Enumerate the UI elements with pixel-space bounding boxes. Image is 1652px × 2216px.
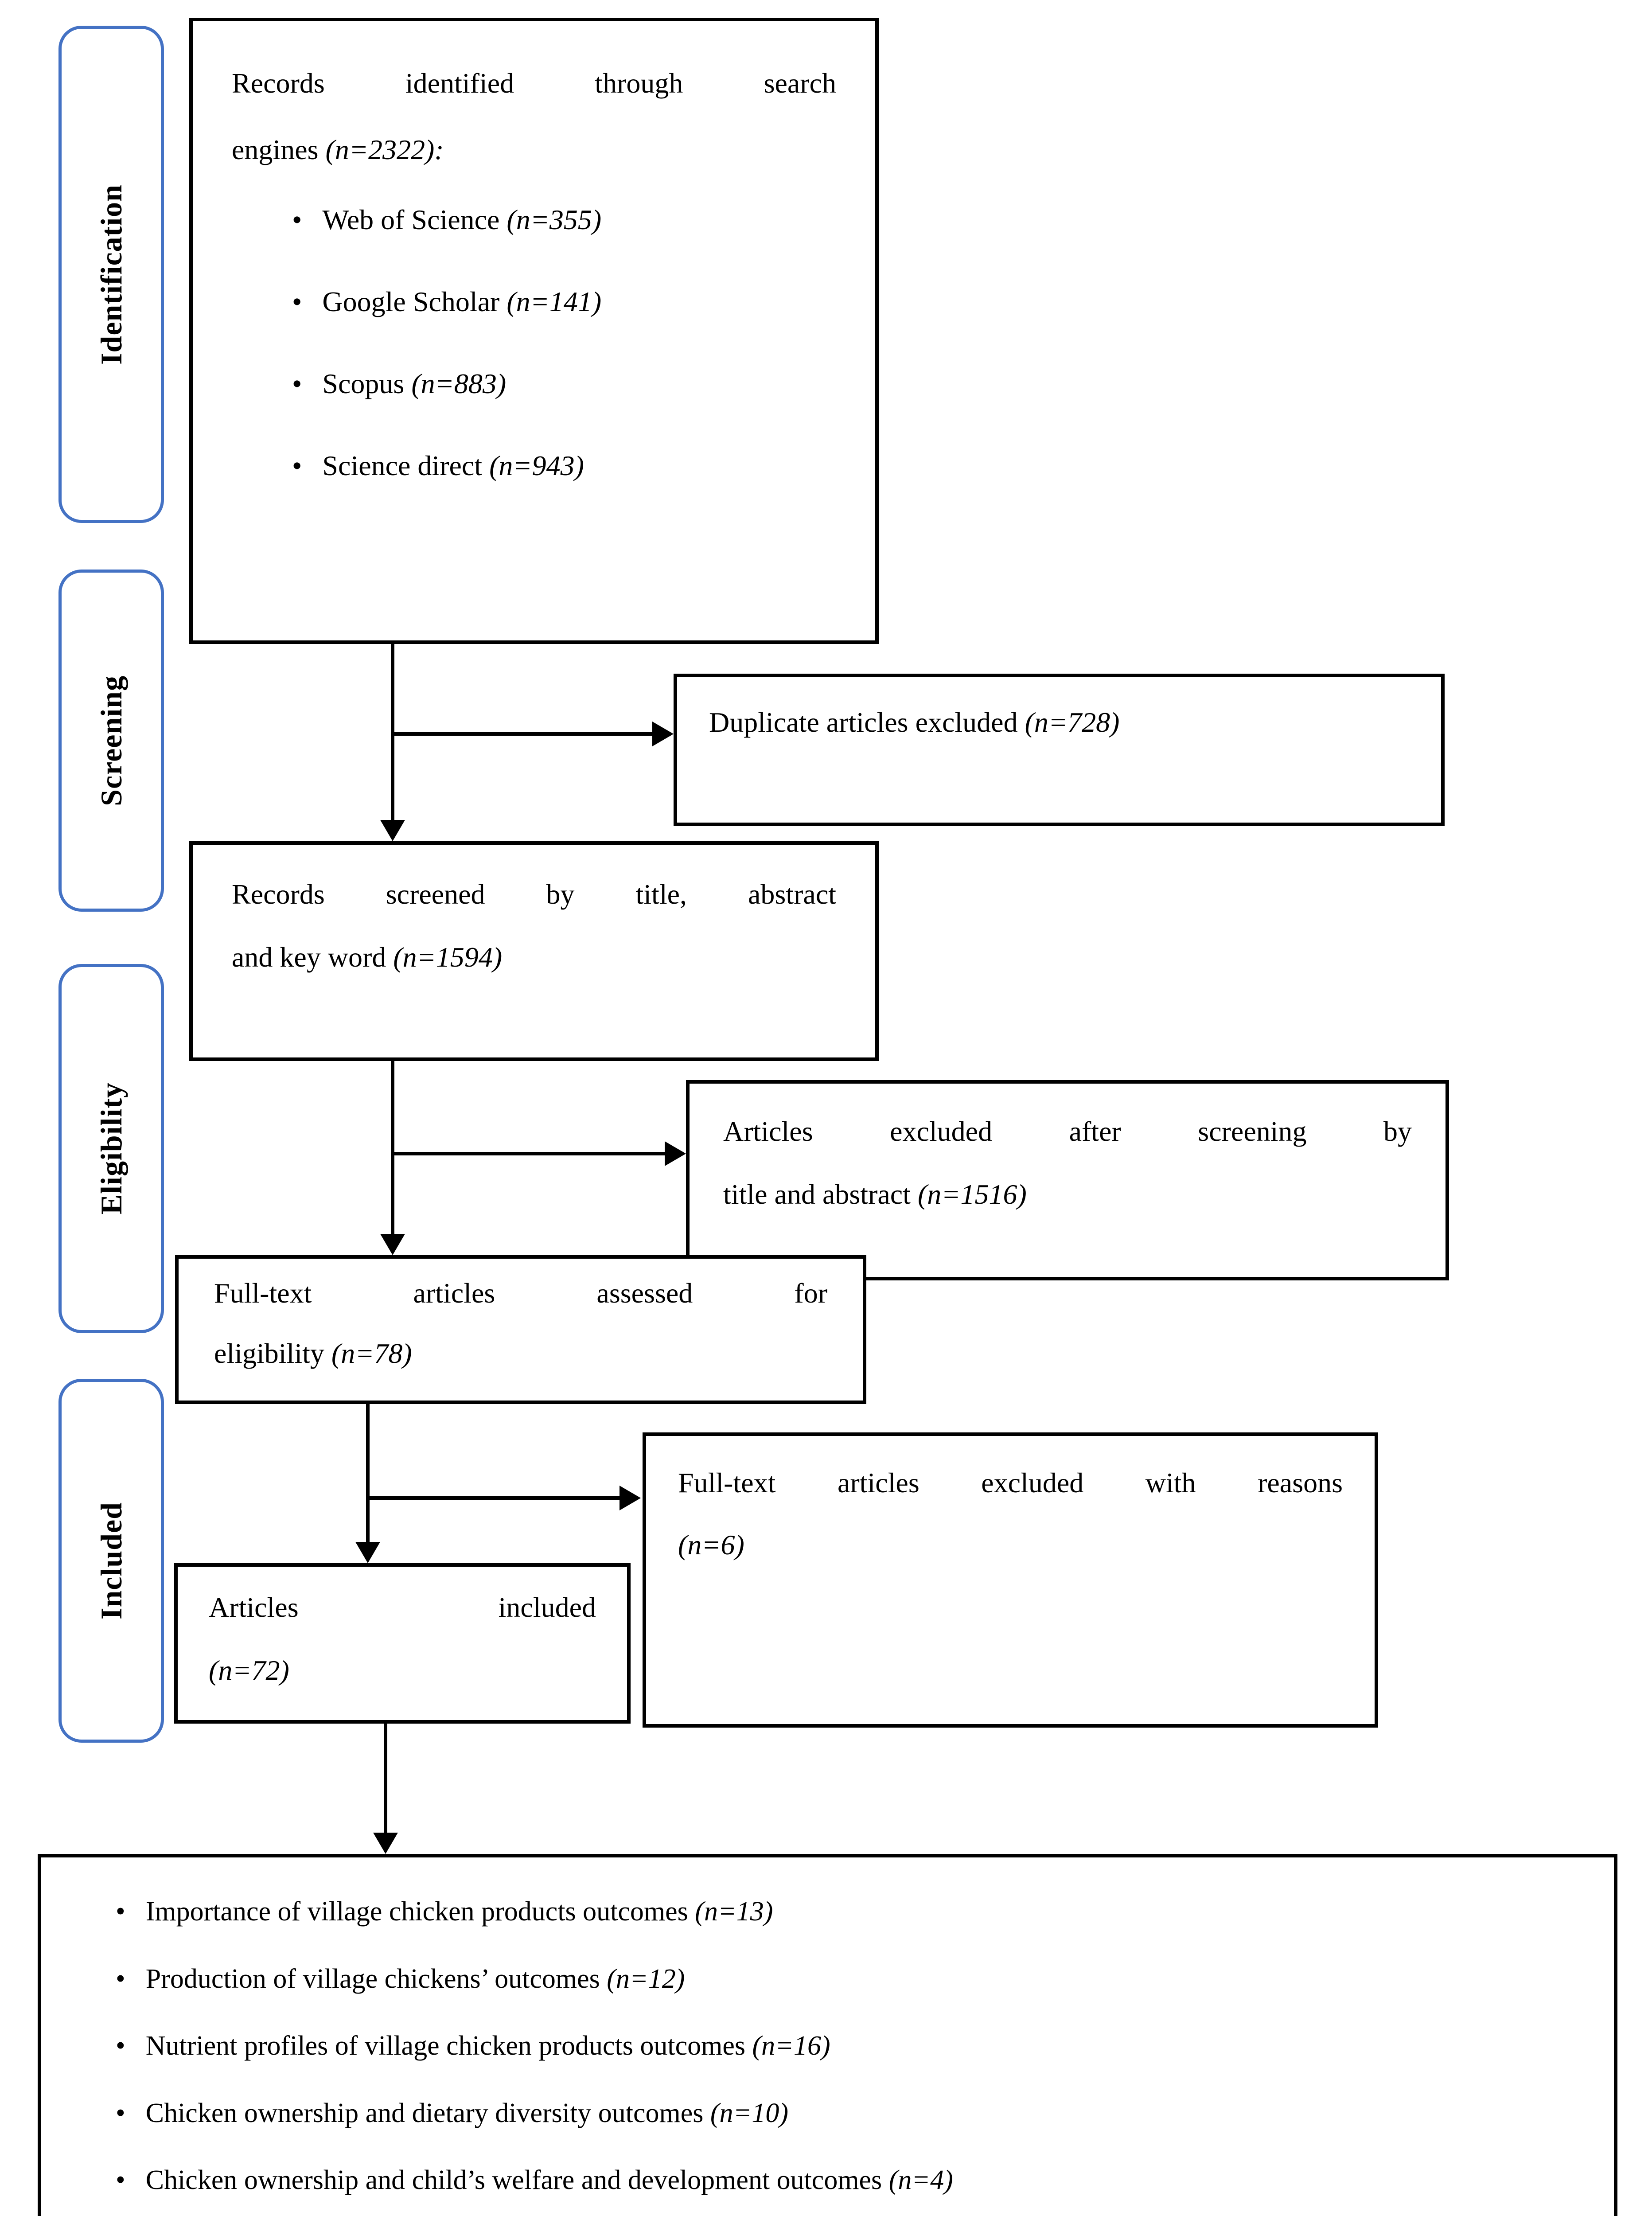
- outcome-text: Chicken ownership and child’s welfare an…: [145, 2165, 889, 2195]
- fulltext-assessed-box: Full-text articles assessed for eligibil…: [175, 1255, 866, 1404]
- source-count: (n=943): [489, 450, 584, 481]
- fulltext-assessed-line1: Full-text articles assessed for: [214, 1277, 827, 1309]
- records-identified-line1: Records identified through search: [232, 67, 836, 99]
- outcome-count: (n=16): [752, 2031, 830, 2061]
- arrow-to-duplicates-line: [393, 732, 654, 736]
- outcome-count: (n=12): [607, 1963, 685, 1994]
- records-screened-line2-text: and key word: [232, 941, 394, 973]
- arrow-included-to-outcomes-line: [384, 1724, 387, 1833]
- outcome-item: Importance of village chicken products o…: [146, 1895, 773, 1929]
- stage-eligibility: Eligibility: [58, 964, 164, 1333]
- articles-included-line1: Articles included: [209, 1592, 596, 1623]
- list-item: Nutrient profiles of village chicken pro…: [116, 2029, 1587, 2064]
- source-item: Google Scholar (n=141): [322, 284, 601, 320]
- arrow-to-screening-excluded-line: [393, 1152, 666, 1155]
- arrow-to-fulltext-excluded-head: [620, 1486, 641, 1510]
- outcome-text: Importance of village chicken products o…: [145, 1896, 695, 1927]
- arrow-included-to-outcomes-head: [373, 1833, 398, 1854]
- outcome-count: (n=13): [695, 1896, 773, 1927]
- source-count: (n=355): [507, 204, 602, 235]
- list-item: Web of Science (n=355): [292, 202, 836, 238]
- outcome-text: Production of village chickens’ outcomes: [145, 1963, 607, 1994]
- duplicates-excluded-box: Duplicate articles excluded (n=728): [674, 674, 1445, 826]
- stage-identification: Identification: [58, 26, 164, 523]
- records-identified-line2-text: engines: [232, 134, 326, 165]
- list-item: Production of village chickens’ outcomes…: [116, 1962, 1587, 1997]
- outcomes-box: Importance of village chicken products o…: [38, 1854, 1617, 2216]
- fulltext-assessed-line2-text: eligibility: [214, 1338, 331, 1369]
- fulltext-excluded-box: Full-text articles excluded with reasons…: [643, 1432, 1378, 1728]
- fulltext-excluded-count: (n=6): [678, 1529, 744, 1561]
- stage-included-label: Included: [94, 1502, 128, 1619]
- stage-screening: Screening: [58, 570, 164, 912]
- fulltext-assessed-count: (n=78): [331, 1338, 412, 1369]
- records-identified-box: Records identified through search engine…: [189, 18, 879, 644]
- articles-excluded-line2: title and abstract (n=1516): [723, 1177, 1412, 1212]
- arrow-to-screening-excluded-head: [665, 1141, 686, 1166]
- records-identified-line2: engines (n=2322):: [232, 132, 836, 168]
- stage-identification-label: Identification: [94, 184, 128, 365]
- outcome-text: Chicken ownership and dietary diversity …: [145, 2098, 710, 2128]
- fulltext-assessed-line2: eligibility (n=78): [214, 1336, 827, 1371]
- list-item: Chicken ownership and child’s welfare an…: [116, 2163, 1587, 2198]
- articles-included-count: (n=72): [209, 1654, 289, 1686]
- list-item: Importance of village chicken products o…: [116, 1895, 1587, 1929]
- arrow-to-duplicates-head: [652, 722, 674, 746]
- stage-screening-label: Screening: [94, 675, 128, 806]
- duplicates-excluded-text: Duplicate articles excluded: [709, 706, 1025, 738]
- outcome-item: Chicken ownership and child’s welfare an…: [146, 2163, 953, 2198]
- list-item: Chicken ownership and dietary diversity …: [116, 2096, 1587, 2131]
- outcome-text: Nutrient profiles of village chicken pro…: [145, 2031, 752, 2061]
- stage-included: Included: [58, 1379, 164, 1743]
- source-item: Web of Science (n=355): [322, 202, 601, 238]
- outcome-item: Nutrient profiles of village chicken pro…: [146, 2029, 830, 2064]
- list-item: Scopus (n=883): [292, 366, 836, 402]
- source-name: Science direct: [322, 450, 490, 481]
- duplicates-excluded-count: (n=728): [1025, 706, 1120, 738]
- source-count: (n=141): [507, 286, 602, 317]
- records-screened-line2: and key word (n=1594): [232, 940, 836, 975]
- articles-excluded-count: (n=1516): [917, 1178, 1027, 1210]
- duplicates-excluded-line: Duplicate articles excluded (n=728): [709, 705, 1410, 740]
- source-name: Scopus: [322, 368, 412, 399]
- arrow-screened-to-fulltext-head: [380, 1234, 405, 1255]
- articles-excluded-line2-text: title and abstract: [723, 1178, 918, 1210]
- records-identified-count: (n=2322):: [325, 134, 444, 165]
- records-screened-box: Records screened by title, abstract and …: [189, 841, 879, 1061]
- outcome-count: (n=4): [888, 2165, 953, 2195]
- arrow-screened-to-fulltext-line: [391, 1061, 394, 1234]
- source-name: Google Scholar: [322, 286, 507, 317]
- outcome-item: Chicken ownership and dietary diversity …: [146, 2096, 788, 2131]
- records-screened-line1: Records screened by title, abstract: [232, 878, 836, 910]
- arrow-fulltext-to-included-head: [355, 1542, 380, 1563]
- outcome-item: Production of village chickens’ outcomes…: [146, 1962, 685, 1997]
- articles-excluded-screening-box: Articles excluded after screening by tit…: [686, 1080, 1449, 1280]
- list-item: Google Scholar (n=141): [292, 284, 836, 320]
- records-screened-count: (n=1594): [393, 941, 503, 973]
- arrow-to-fulltext-excluded-line: [368, 1496, 621, 1500]
- source-name: Web of Science: [322, 204, 507, 235]
- list-item: Science direct (n=943): [292, 448, 836, 484]
- articles-excluded-line1: Articles excluded after screening by: [723, 1116, 1412, 1147]
- outcome-count: (n=10): [710, 2098, 789, 2128]
- articles-included-box: Articles included (n=72): [174, 1563, 631, 1724]
- stage-eligibility-label: Eligibility: [94, 1082, 128, 1215]
- fulltext-excluded-line1: Full-text articles excluded with reasons: [678, 1467, 1343, 1498]
- source-item: Scopus (n=883): [322, 366, 506, 402]
- arrow-identified-to-screened-head: [380, 820, 405, 841]
- arrow-fulltext-to-included-line: [366, 1404, 370, 1542]
- source-count: (n=883): [411, 368, 507, 399]
- source-item: Science direct (n=943): [322, 448, 584, 484]
